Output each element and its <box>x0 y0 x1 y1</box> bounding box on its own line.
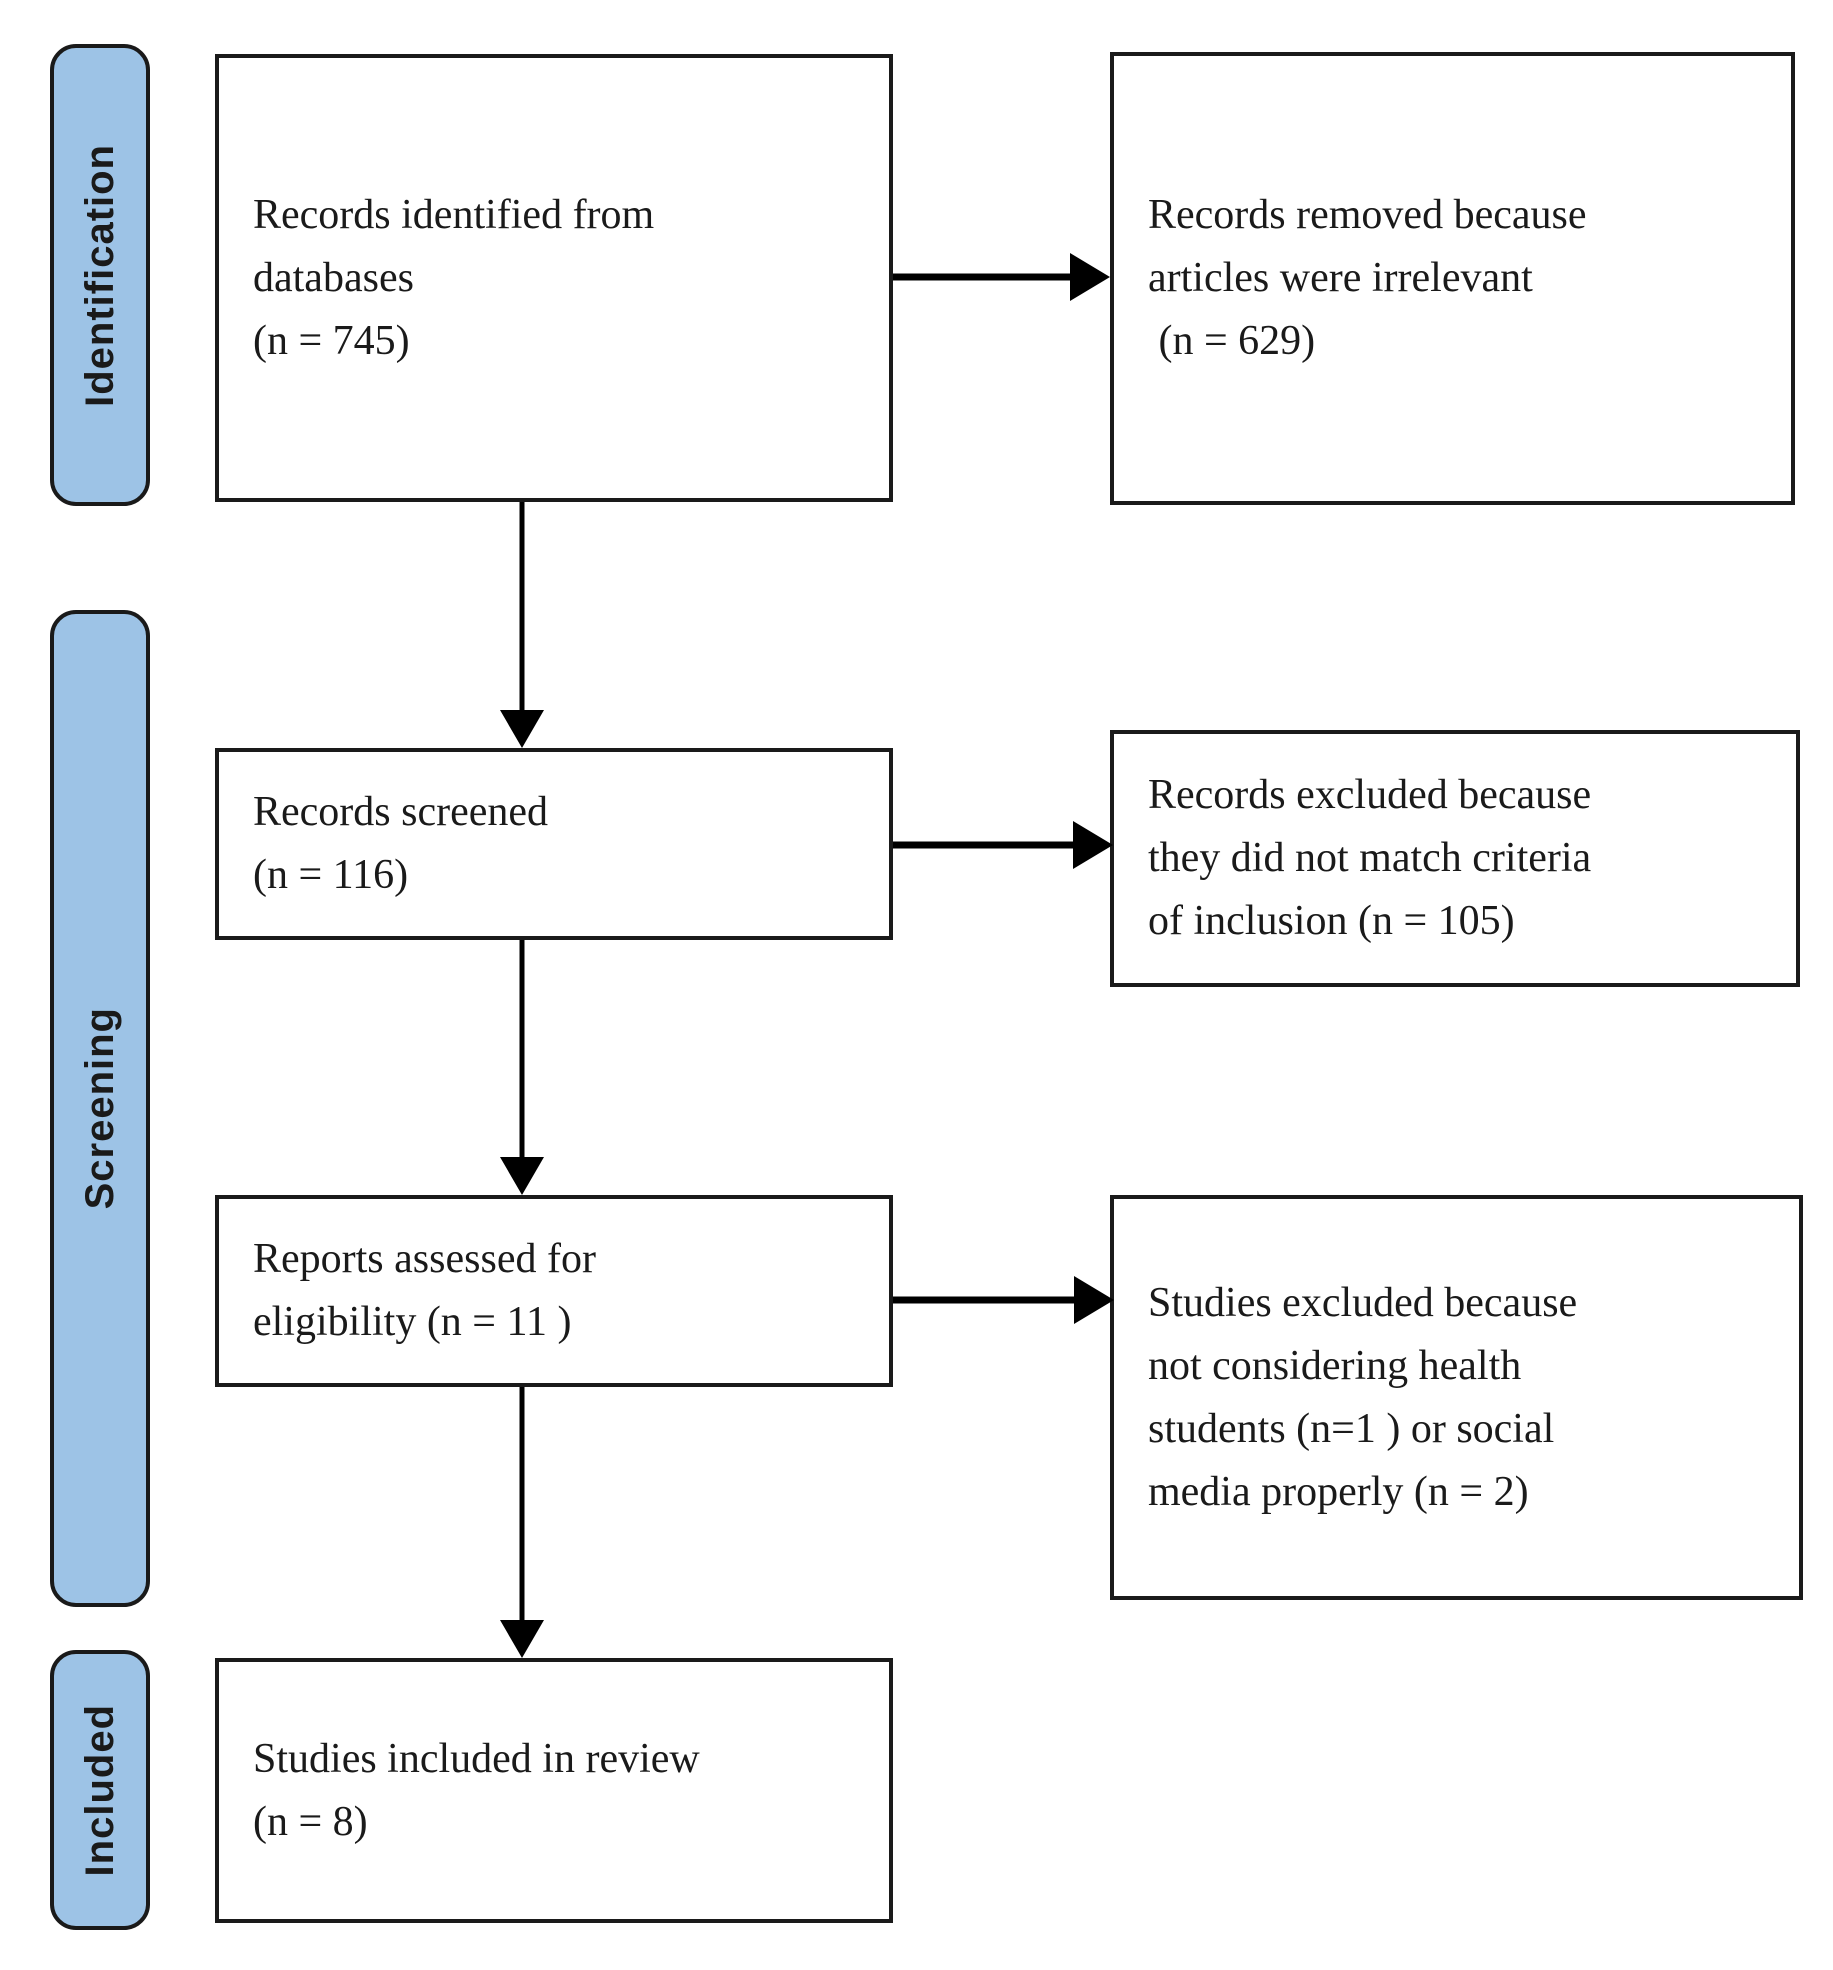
arrow-identified-to-removed <box>893 252 1110 302</box>
box-records-removed-text: Records removed because articles were ir… <box>1148 192 1587 364</box>
box-records-removed: Records removed because articles were ir… <box>1110 52 1795 505</box>
arrow-shaft <box>519 502 525 712</box>
arrow-shaft <box>519 940 525 1159</box>
arrow-head-down-icon <box>500 710 544 748</box>
stage-label-included: Included <box>77 1703 122 1877</box>
arrow-head-down-icon <box>500 1620 544 1658</box>
arrow-head-right-icon <box>1074 1276 1114 1324</box>
box-studies-excluded: Studies excluded because not considering… <box>1110 1195 1803 1600</box>
box-records-identified-text: Records identified from databases (n = 7… <box>253 191 655 364</box>
arrow-shaft <box>893 841 1075 849</box>
box-reports-assessed: Reports assessed for eligibility (n = 11… <box>215 1195 893 1387</box>
arrow-shaft <box>893 1296 1076 1304</box>
arrow-head-right-icon <box>1070 253 1110 301</box>
stage-label-screening: Screening <box>77 1007 122 1210</box>
box-records-identified: Records identified from databases (n = 7… <box>215 54 893 502</box>
stage-pill-included: Included <box>50 1650 150 1930</box>
box-studies-included: Studies included in review (n = 8) <box>215 1658 893 1923</box>
box-studies-excluded-text: Studies excluded because not considering… <box>1148 1279 1578 1515</box>
arrow-screened-to-excluded <box>893 820 1113 870</box>
arrow-screened-to-assessed <box>500 940 544 1195</box>
box-studies-included-text: Studies included in review (n = 8) <box>253 1735 700 1845</box>
arrow-assessed-to-excluded <box>893 1275 1114 1325</box>
box-records-screened: Records screened (n = 116) <box>215 748 893 940</box>
stage-pill-screening: Screening <box>50 610 150 1607</box>
box-reports-assessed-text: Reports assessed for eligibility (n = 11… <box>253 1236 596 1345</box>
box-records-excluded: Records excluded because they did not ma… <box>1110 730 1800 987</box>
box-records-screened-text: Records screened (n = 116) <box>253 789 549 898</box>
arrow-head-down-icon <box>500 1157 544 1195</box>
arrow-identified-to-screened <box>500 502 544 748</box>
arrow-shaft <box>893 273 1072 281</box>
stage-pill-identification: Identification <box>50 44 150 506</box>
arrow-shaft <box>519 1387 525 1622</box>
arrow-assessed-to-included <box>500 1387 544 1658</box>
box-records-excluded-text: Records excluded because they did not ma… <box>1148 772 1592 944</box>
arrow-head-right-icon <box>1073 821 1113 869</box>
stage-label-identification: Identification <box>77 143 122 407</box>
